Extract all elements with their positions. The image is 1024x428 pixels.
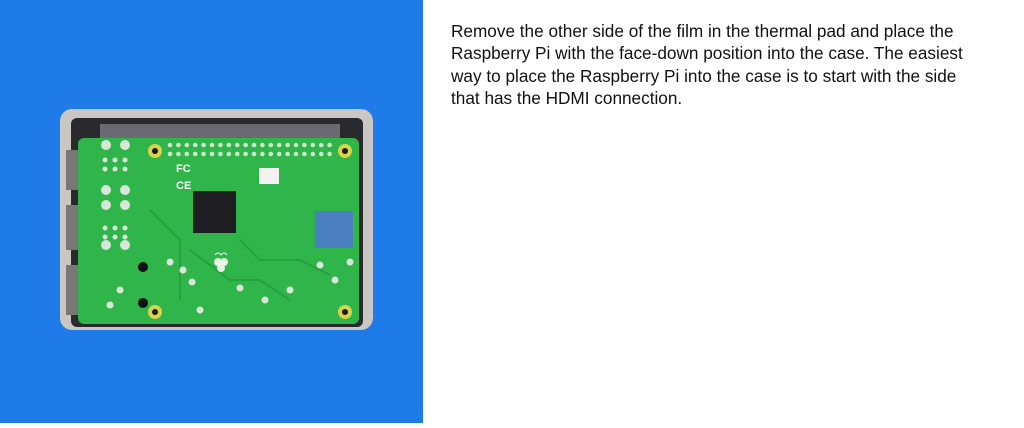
gpio-header-pads — [167, 142, 332, 157]
caption-line: way to place the Raspberry Pi into the c… — [451, 65, 957, 86]
ce-mark: CE — [176, 180, 191, 192]
raspberry-logo — [214, 252, 228, 272]
caption-line: Remove the other side of the film in the… — [451, 21, 954, 41]
mounting-holes — [148, 144, 352, 319]
soc-chip — [193, 191, 236, 233]
fcc-mark: FC — [176, 163, 191, 175]
raspberry-pi-in-case-photo: FC CE — [0, 0, 423, 423]
label-sticker — [259, 168, 279, 184]
microsd-slot — [315, 211, 353, 248]
test-pads — [101, 140, 354, 314]
instruction-caption: Remove the other side of the film in the… — [451, 20, 1021, 110]
caption-line: Raspberry Pi with the face-down position… — [451, 43, 963, 64]
caption-line: that has the HDMI connection. — [451, 88, 683, 109]
